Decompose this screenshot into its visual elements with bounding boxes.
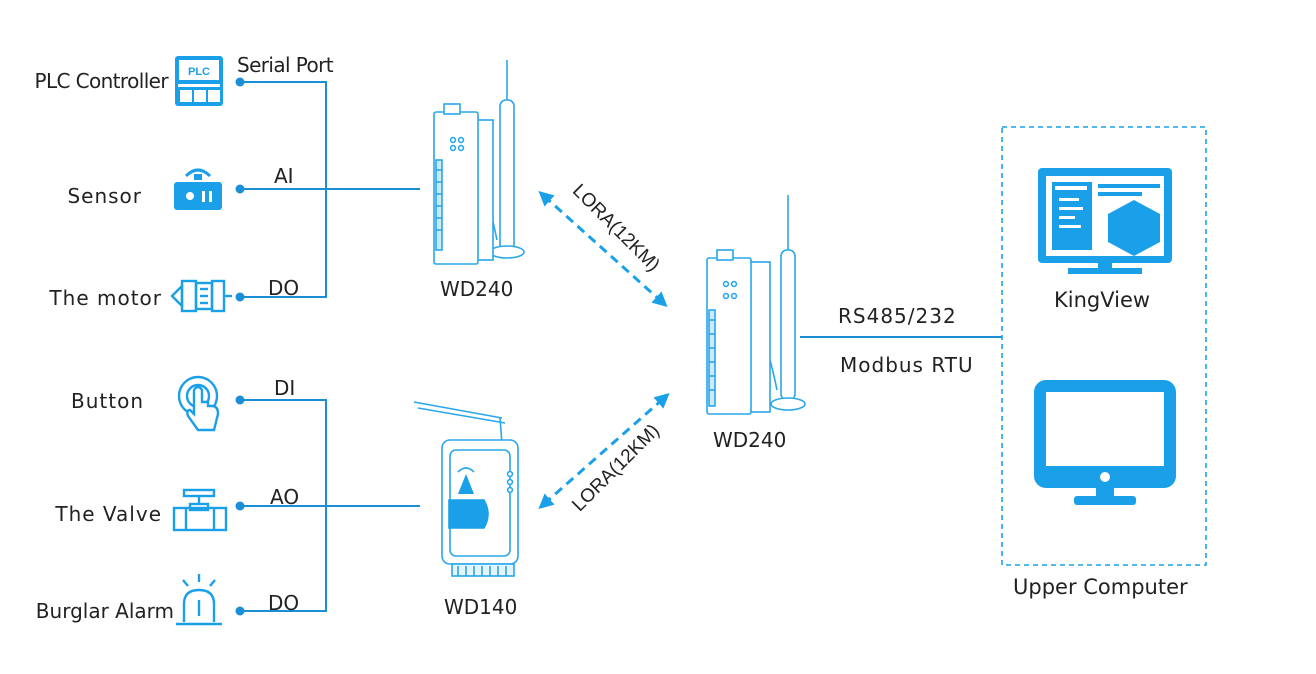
kingview-screen-icon [1038,168,1172,274]
lora-link-top [538,190,668,308]
signal-do-motor: DO [268,276,300,300]
alarm-light-icon [176,574,222,626]
motor-label: The motor [49,286,162,310]
plc-controller-label: PLC Controller [34,69,168,93]
gateway-center-label: WD240 [713,428,787,452]
motor-icon [170,279,232,313]
endpoint-valve [235,501,245,511]
endpoint-button [235,395,245,405]
modbus-label: Modbus RTU [840,353,974,377]
alarm-label: Burglar Alarm [35,599,174,623]
endpoint-plc [235,77,245,87]
endpoint-alarm [235,606,245,616]
rs485-label: RS485/232 [838,304,957,328]
svg-text:PLC: PLC [188,66,210,78]
signal-ao: AO [270,485,300,509]
plc-controller-icon: PLC [175,56,223,106]
kingview-label: KingView [1054,288,1151,312]
signal-di: DI [274,376,296,400]
endpoint-motor [235,292,245,302]
wd240-gateway-center [706,195,806,415]
upper-computer-box [1001,126,1207,566]
valve-label: The Valve [55,502,162,526]
button-label: Button [71,389,144,413]
valve-icon [172,488,228,532]
signal-ai: AI [274,164,294,188]
lora-link-bottom [538,393,670,509]
button-touch-icon [177,375,220,432]
signal-serial-port: Serial Port [237,53,334,77]
wiring-top-group [240,81,420,298]
gateway-top-label: WD240 [440,277,514,301]
sensor-icon [174,168,222,210]
upper-computer-title: Upper Computer [1013,575,1188,599]
sensor-label: Sensor [67,184,142,208]
wire-endpoints [235,77,245,616]
desktop-monitor-icon [1034,380,1176,505]
wd240-gateway-top [433,60,525,265]
gateway-bottom-label: WD140 [444,595,518,619]
wd140-gateway-bottom [413,401,519,577]
wiring-bottom-group [240,399,420,612]
endpoint-sensor [235,184,245,194]
signal-do-alarm: DO [268,591,300,615]
